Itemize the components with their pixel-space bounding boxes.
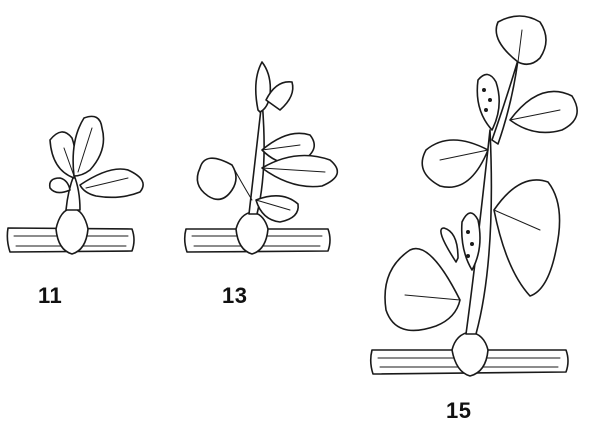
stage-11-stem — [66, 175, 80, 210]
stage-11-leaf-upright — [73, 116, 103, 176]
stage-label-15: 15 — [446, 398, 471, 424]
stage-label-11: 11 — [38, 283, 62, 309]
stage-15-leaf-lower-right — [494, 180, 560, 296]
stage-15-drawing — [371, 16, 577, 376]
stage-15-leaf-upper-right — [510, 91, 577, 132]
stage-13-leaf-right — [262, 156, 337, 187]
stage-15-inflorescence-upper — [477, 74, 499, 130]
stage-15-leaf-lower-left — [385, 249, 460, 331]
stage-label-13: 13 — [222, 283, 247, 309]
stage-15-leaf-mid-left — [422, 140, 488, 187]
stage-11-leaf-small — [50, 178, 70, 193]
stage-15-leaf-small-left — [441, 228, 458, 262]
stage-13-drawing — [185, 62, 338, 254]
stage-13-shoot-tip — [256, 62, 271, 112]
stage-11-leaf-right — [80, 169, 143, 197]
stage-13-leaf-left — [197, 158, 236, 199]
stage-13-stem — [249, 100, 264, 214]
stage-11-drawing — [7, 116, 143, 254]
